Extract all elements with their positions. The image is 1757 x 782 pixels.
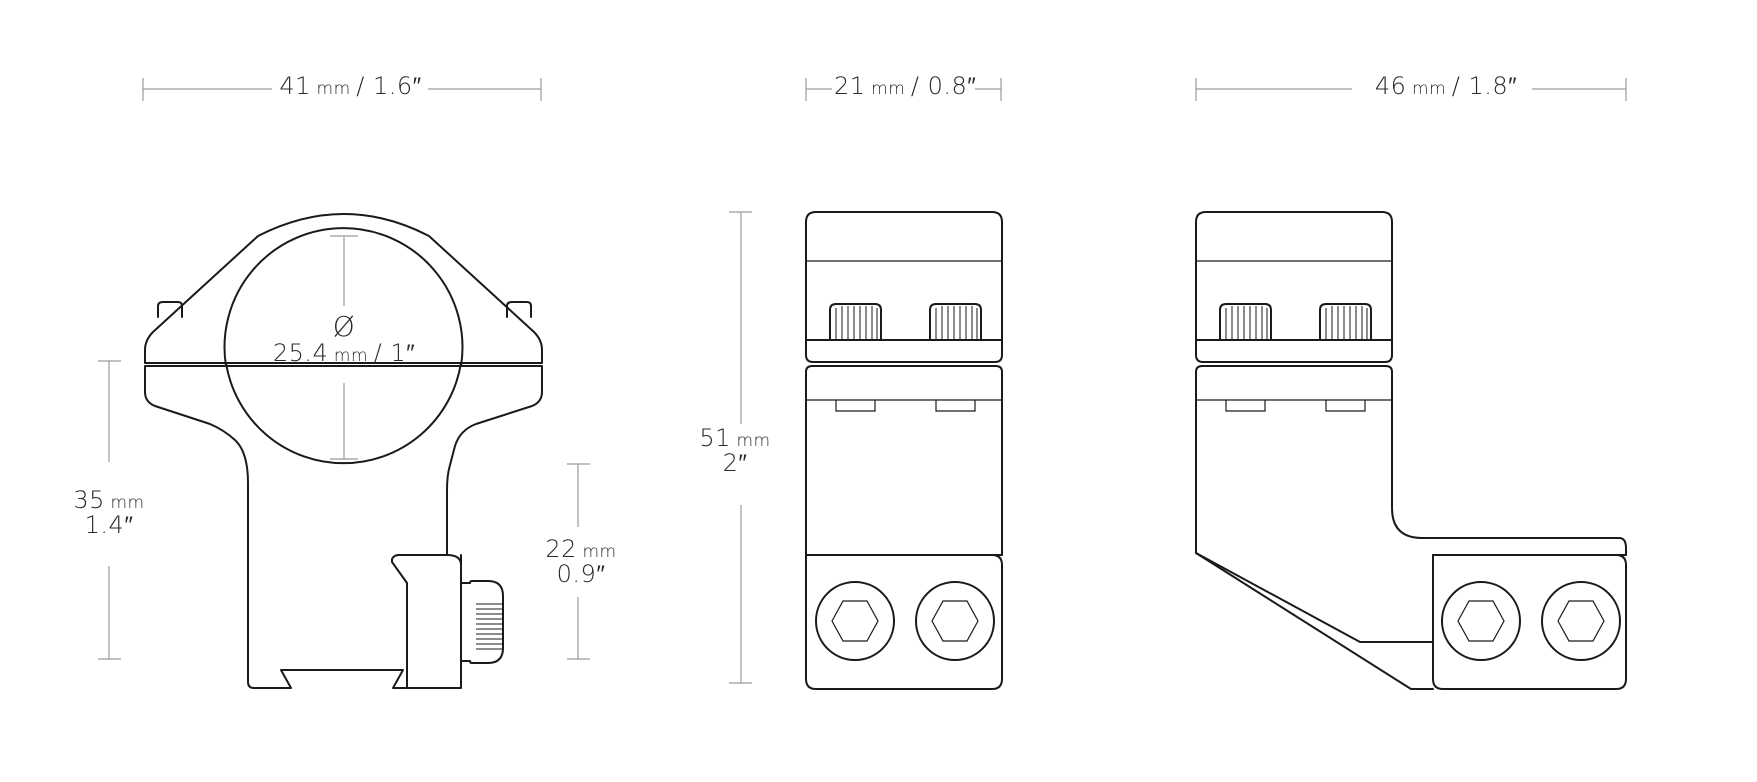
center-height-imperial: 1.4″: [84, 511, 134, 540]
base-height-label: 22 mm 0.9″: [530, 535, 632, 589]
offset-view: [1195, 211, 1627, 690]
tube-diameter-unit: mm: [333, 346, 369, 367]
front-width-label: 41 mm / 1.6″: [278, 72, 423, 100]
offset-width-label: 46 mm / 1.8″: [1366, 72, 1526, 100]
side-width-unit: mm: [871, 79, 906, 99]
dimension-lines: [98, 78, 1627, 684]
front-width-imperial: / 1.6″: [356, 72, 422, 100]
front-view: [144, 213, 543, 689]
base-height-unit: mm: [582, 542, 617, 562]
center-height-unit: mm: [110, 493, 145, 513]
total-height-label: 51 mm 2″: [684, 424, 786, 478]
front-width-unit: mm: [316, 79, 351, 99]
base-height-imperial: 0.9″: [556, 560, 606, 589]
total-height-imperial: 2″: [722, 449, 748, 478]
side-width-label: 21 mm / 0.8″: [834, 72, 977, 100]
side-width-imperial: / 0.8″: [910, 72, 977, 100]
center-height-label: 35 mm 1.4″: [58, 486, 160, 540]
offset-width-value: 46: [1374, 72, 1407, 100]
side-view: [805, 211, 1003, 690]
offset-width-imperial: / 1.8″: [1451, 72, 1518, 100]
total-height-unit: mm: [736, 431, 771, 451]
tube-diameter-imperial: / 1″: [373, 339, 416, 368]
diameter-symbol: Ø: [332, 310, 356, 343]
center-height-value: 35: [73, 486, 105, 514]
side-width-value: 21: [834, 72, 866, 100]
front-width-value: 41: [279, 72, 311, 100]
offset-width-unit: mm: [1412, 79, 1447, 99]
tube-diameter-label: Ø 25.4 mm / 1″: [264, 312, 424, 367]
tube-diameter-value: 25.4: [272, 339, 329, 368]
base-height-value: 22: [545, 535, 577, 563]
total-height-value: 51: [699, 424, 731, 452]
